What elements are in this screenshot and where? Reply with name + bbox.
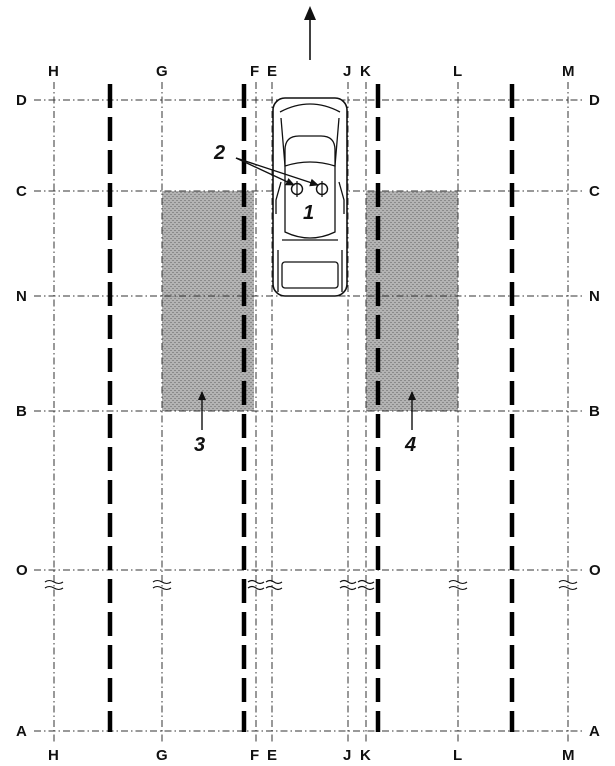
zone-4 xyxy=(366,191,458,411)
break-mark-H xyxy=(44,579,64,591)
vehicle xyxy=(272,97,348,297)
break-mark-L xyxy=(448,579,468,591)
label-top-J: J xyxy=(343,63,351,80)
break-mark-J xyxy=(339,579,357,591)
break-mark-F xyxy=(247,579,265,591)
label-left-A: A xyxy=(16,723,27,740)
top-labels: H G F E J K L M xyxy=(48,63,575,80)
horizontal-guides xyxy=(34,99,584,732)
label-top-F: F xyxy=(250,63,259,80)
direction-arrow xyxy=(304,6,316,60)
label-bottom-H: H xyxy=(48,747,59,764)
label-bottom-E: E xyxy=(267,747,277,764)
label-bottom-F: F xyxy=(250,747,259,764)
label-left-B: B xyxy=(16,403,27,420)
label-right-A: A xyxy=(589,723,600,740)
label-right-N: N xyxy=(589,288,600,305)
break-mark-K xyxy=(357,579,375,591)
label-top-L: L xyxy=(453,63,462,80)
label-bottom-M: M xyxy=(562,747,575,764)
label-top-E: E xyxy=(267,63,277,80)
label-bottom-J: J xyxy=(343,747,351,764)
break-mark-M xyxy=(558,579,578,591)
lane-markings xyxy=(107,84,515,732)
label-bottom-L: L xyxy=(453,747,462,764)
label-left-C: C xyxy=(16,183,27,200)
callout-sensors-label: 2 xyxy=(213,142,225,164)
label-top-G: G xyxy=(156,63,168,80)
break-mark-G xyxy=(152,579,172,591)
label-right-B: B xyxy=(589,403,600,420)
label-right-D: D xyxy=(589,92,600,109)
callout-vehicle-label: 1 xyxy=(303,202,314,224)
label-left-D: D xyxy=(16,92,27,109)
label-right-C: C xyxy=(589,183,600,200)
label-top-K: K xyxy=(360,63,371,80)
zone-3 xyxy=(162,191,254,411)
label-left-O: O xyxy=(16,562,28,579)
label-bottom-G: G xyxy=(156,747,168,764)
right-labels: D C N B O A xyxy=(589,92,601,740)
callout-zone-3-label: 3 xyxy=(194,434,205,456)
break-mark-E xyxy=(265,579,283,591)
callout-zone-4-label: 4 xyxy=(404,434,416,456)
bottom-labels: H G F E J K L M xyxy=(48,747,575,764)
leader-lines xyxy=(198,157,416,430)
label-top-M: M xyxy=(562,63,575,80)
label-left-N: N xyxy=(16,288,27,305)
vertical-guides xyxy=(53,82,569,742)
label-bottom-K: K xyxy=(360,747,371,764)
axis-breaks xyxy=(44,579,578,591)
label-right-O: O xyxy=(589,562,601,579)
left-labels: D C N B O A xyxy=(16,92,28,740)
sensors xyxy=(290,181,329,197)
label-top-H: H xyxy=(48,63,59,80)
